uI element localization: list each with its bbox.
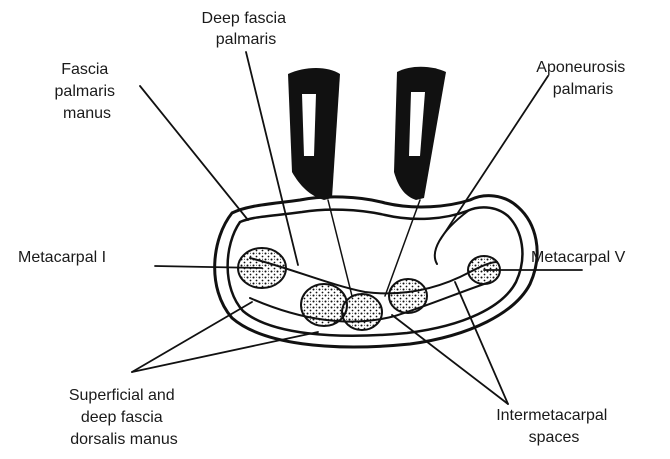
label-aponeurosis-palmaris: Aponeurosis palmaris <box>536 59 629 98</box>
metacarpal-bones <box>238 248 500 330</box>
label-fascia-palmaris-manus: Fascia palmaris manus <box>55 61 120 122</box>
label-metacarpal-1: Metacarpal I <box>18 249 106 266</box>
metacarpal-3-bone <box>342 294 382 330</box>
leader-lines <box>132 52 582 404</box>
metacarpal-4-bone <box>389 279 427 313</box>
label-superficial-deep-fascia-dorsalis: Superficial and deep fascia dorsalis man… <box>69 387 179 448</box>
metacarpal-2-bone <box>301 284 347 326</box>
label-deep-fascia-palmaris: Deep fascia palmaris <box>202 10 291 48</box>
label-metacarpal-5: Metacarpal V <box>531 249 626 266</box>
label-intermetacarpal-spaces: Intermetacarpal spaces <box>496 407 612 446</box>
